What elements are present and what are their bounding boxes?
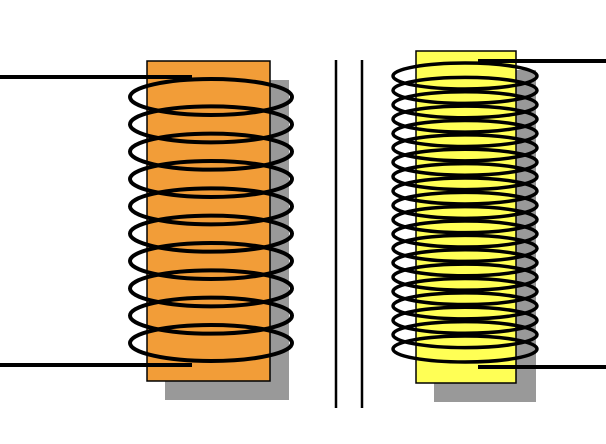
primary-winding-turn	[128, 241, 294, 281]
primary-coil	[0, 60, 294, 400]
secondary-winding-turn	[391, 262, 539, 292]
primary-winding-turn	[128, 77, 294, 117]
secondary-winding-turn	[391, 147, 539, 177]
primary-winding-turn	[128, 131, 294, 172]
secondary-winding	[391, 61, 539, 364]
primary-winding-turn	[128, 323, 294, 363]
secondary-winding-turn	[391, 334, 539, 364]
secondary-winding-turn	[391, 305, 539, 336]
primary-winding-turn	[128, 104, 294, 145]
secondary-winding-turn	[391, 319, 539, 350]
secondary-winding-turn	[391, 233, 539, 264]
secondary-winding-turn	[391, 89, 539, 120]
secondary-winding-turn	[391, 133, 539, 163]
secondary-winding-turn	[391, 248, 539, 278]
primary-winding	[128, 77, 294, 363]
secondary-winding-turn	[391, 190, 539, 221]
primary-winding-turn	[128, 186, 294, 227]
secondary-winding-turn	[391, 161, 539, 192]
core-separator	[334, 60, 364, 408]
secondary-winding-turn	[391, 118, 539, 149]
secondary-winding-turn	[391, 75, 539, 106]
secondary-winding-turn	[391, 276, 539, 307]
secondary-winding-turn	[391, 204, 539, 235]
secondary-winding-turn	[391, 176, 539, 206]
secondary-winding-turn	[391, 291, 539, 321]
secondary-winding-turn	[391, 104, 539, 134]
primary-winding-turn	[128, 295, 294, 336]
secondary-winding-turn	[391, 219, 539, 249]
primary-winding-turn	[128, 268, 294, 309]
secondary-coil	[391, 50, 606, 402]
primary-winding-turn	[128, 213, 294, 254]
primary-winding-turn	[128, 159, 294, 199]
secondary-winding-turn	[391, 61, 539, 91]
